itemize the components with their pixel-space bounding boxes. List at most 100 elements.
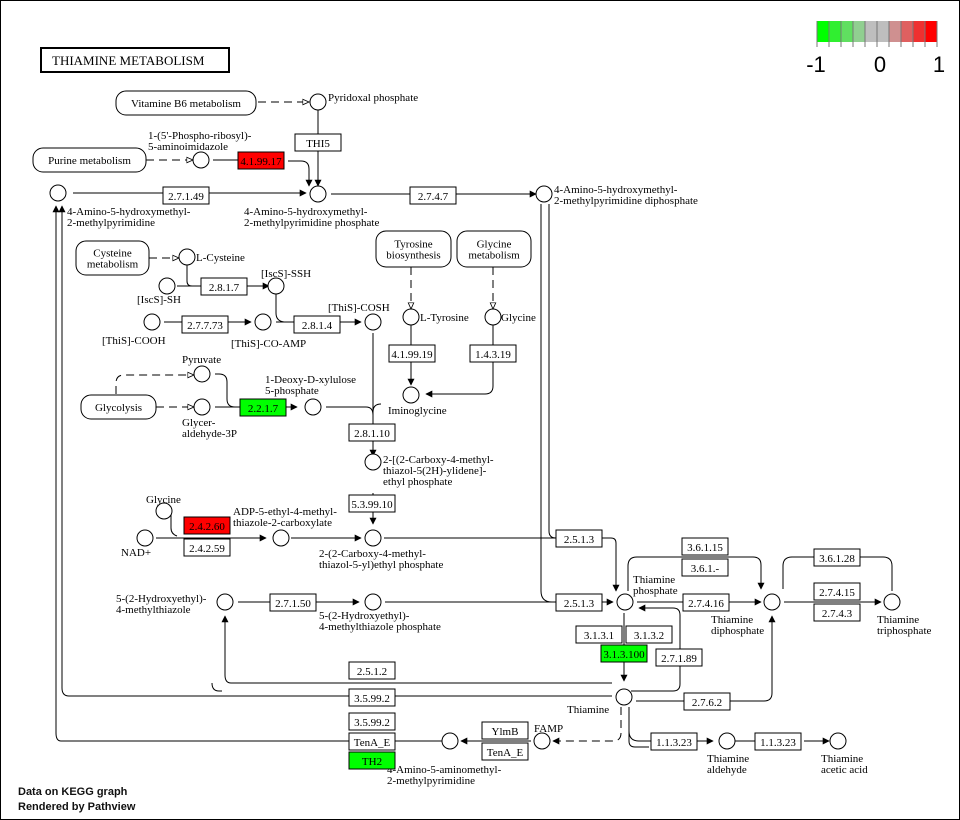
enzyme-e-1.1.3.23-b[interactable]: 1.1.3.23 bbox=[754, 732, 802, 751]
enzyme-e-3.6.1.-[interactable]: 3.6.1.- bbox=[681, 558, 729, 577]
enzyme-e-3.5.99.2-a[interactable]: 3.5.99.2 bbox=[348, 688, 396, 707]
enzyme-e-4.1.99.17[interactable]: 4.1.99.17 bbox=[237, 151, 285, 170]
compound-gap[interactable]: Glycer-aldehyde-3P bbox=[182, 398, 237, 440]
compound-label: Thiamine bbox=[633, 574, 675, 586]
enzyme-e-2.7.7.73[interactable]: 2.7.7.73 bbox=[181, 315, 229, 334]
reaction-edge bbox=[288, 160, 313, 187]
compound-iscs-sh[interactable]: [IscS]-SH bbox=[137, 277, 181, 306]
enzyme-e-3.5.99.2-b[interactable]: 3.5.99.2 bbox=[348, 712, 396, 731]
map-purine[interactable]: Purine metabolism bbox=[32, 147, 147, 173]
enzyme-e-2.7.1.50[interactable]: 2.7.1.50 bbox=[269, 593, 317, 612]
compound-glycine[interactable]: Glycine bbox=[484, 308, 536, 326]
enzyme-e-2.5.1.2[interactable]: 2.5.1.2 bbox=[348, 661, 396, 680]
compound-this-co-amp[interactable]: [ThiS]-CO-AMP bbox=[231, 313, 306, 350]
reaction-edge bbox=[52, 205, 442, 742]
reaction-edge bbox=[275, 286, 291, 323]
enzyme-label: 2.5.1.3 bbox=[564, 534, 595, 546]
enzyme-e-2.2.1.7[interactable]: 2.2.1.7 bbox=[239, 398, 287, 417]
compound-hmp-pp[interactable]: 4-Amino-5-hydroxymethyl-2-methylpyrimidi… bbox=[535, 184, 698, 207]
compound-cmtz-p[interactable]: 2-(2-Carboxy-4-methyl-thiazol-5-yl)ethyl… bbox=[319, 529, 443, 571]
enzyme-ylmb[interactable]: YlmB bbox=[481, 721, 529, 740]
reaction-edge bbox=[170, 512, 178, 537]
compound-l-cysteine[interactable]: L-Cysteine bbox=[178, 248, 245, 266]
enzyme-e-3.1.3.100[interactable]: 3.1.3.100 bbox=[600, 644, 648, 663]
compound-label: Glycer- bbox=[182, 417, 216, 429]
enzyme-e-2.7.1.89[interactable]: 2.7.1.89 bbox=[655, 648, 703, 667]
compound-pyridoxal-phosphate[interactable]: Pyridoxal phosphate bbox=[309, 92, 418, 111]
compound-iscs-ssh[interactable]: [IscS]-SSH bbox=[261, 268, 311, 295]
enzyme-e-2.7.4.16[interactable]: 2.7.4.16 bbox=[682, 593, 730, 612]
map-vitb6[interactable]: Vitamine B6 metabolism bbox=[115, 90, 257, 116]
compound-label: acetic acid bbox=[821, 764, 868, 776]
compound-hmp[interactable]: 4-Amino-5-hydroxymethyl-2-methylpyrimidi… bbox=[49, 184, 191, 229]
compound-pyruvate[interactable]: Pyruvate bbox=[182, 354, 221, 383]
enzyme-e-3.1.3.1[interactable]: 3.1.3.1 bbox=[575, 625, 623, 644]
map-label: Vitamine B6 metabolism bbox=[131, 98, 241, 110]
compound-label: aldehyde-3P bbox=[182, 428, 237, 440]
compound-this-cosh[interactable]: [ThiS]-COSH bbox=[328, 302, 390, 331]
enzyme-e-2.7.4.15[interactable]: 2.7.4.15 bbox=[813, 582, 861, 601]
map-label: Cysteine bbox=[93, 248, 132, 260]
reaction-edge bbox=[211, 682, 222, 692]
compound-air[interactable]: 1-(5'-Phospho-ribosyl)-5-aminoimidazole bbox=[148, 130, 252, 169]
compound-label: 5-aminoimidazole bbox=[148, 141, 228, 153]
enzyme-e-2.4.2.60[interactable]: 2.4.2.60 bbox=[183, 516, 231, 535]
compound-thiamine[interactable]: Thiamine bbox=[567, 688, 633, 716]
enzyme-e-2.5.1.3-a[interactable]: 2.5.1.3 bbox=[555, 529, 603, 548]
compound-label: 2-methylpyrimidine phosphate bbox=[244, 217, 379, 229]
compound-hmt[interactable]: 5-(2-Hydroxyethyl)-4-methylthiazole bbox=[116, 593, 234, 616]
compound-hmt-p[interactable]: 5-(2-Hydroxyethyl)-4-methylthiazole phos… bbox=[319, 593, 441, 633]
enzyme-label: TenA_E bbox=[487, 747, 524, 759]
compound-this-cooh[interactable]: [ThiS]-COOH bbox=[102, 313, 166, 347]
enzyme-e-2.8.1.7[interactable]: 2.8.1.7 bbox=[200, 277, 248, 296]
enzyme-e-5.3.99.10[interactable]: 5.3.99.10 bbox=[348, 494, 396, 513]
enzyme-e-4.1.99.19[interactable]: 4.1.99.19 bbox=[388, 344, 436, 363]
map-label: Glycolysis bbox=[95, 402, 142, 414]
enzyme-e-2.7.6.2[interactable]: 2.7.6.2 bbox=[683, 692, 731, 711]
enzyme-label: 2.4.2.59 bbox=[189, 543, 225, 555]
reaction-edge bbox=[540, 204, 553, 603]
compound-amp-pyrimidine[interactable]: 4-Amino-5-aminomethyl-2-methylpyrimidine bbox=[387, 732, 502, 787]
enzyme-e-2.5.1.3-b[interactable]: 2.5.1.3 bbox=[555, 593, 603, 612]
compound-hmp-p[interactable]: 4-Amino-5-hydroxymethyl-2-methylpyrimidi… bbox=[244, 185, 379, 229]
enzyme-label: TenA_E bbox=[354, 737, 391, 749]
enzyme-e-1.4.3.19[interactable]: 1.4.3.19 bbox=[469, 344, 517, 363]
enzyme-e-2.8.1.4[interactable]: 2.8.1.4 bbox=[293, 315, 341, 334]
compound-label: L-Cysteine bbox=[196, 252, 245, 264]
reaction-edge bbox=[221, 615, 612, 684]
enzyme-e-2.7.4.3[interactable]: 2.7.4.3 bbox=[813, 603, 861, 622]
compound-label: phosphate bbox=[633, 585, 678, 597]
compound-adp-thiazole[interactable]: ADP-5-ethyl-4-methyl-thiazole-2-carboxyl… bbox=[233, 506, 337, 547]
enzyme-e-3.6.1.15[interactable]: 3.6.1.15 bbox=[681, 537, 729, 556]
enzyme-th2[interactable]: TH2 bbox=[348, 751, 396, 770]
enzyme-e-3.6.1.28[interactable]: 3.6.1.28 bbox=[813, 548, 861, 567]
compound-iminoglycine[interactable]: Iminoglycine bbox=[388, 386, 447, 417]
enzyme-e-2.7.4.7[interactable]: 2.7.4.7 bbox=[409, 186, 457, 205]
compound-nad[interactable]: NAD+ bbox=[121, 529, 154, 559]
compound-famp[interactable]: FAMP bbox=[533, 723, 563, 750]
enzyme-e-2.8.1.10[interactable]: 2.8.1.10 bbox=[348, 423, 396, 442]
compound-cmtz-ylidene[interactable]: 2-[(2-Carboxy-4-methyl-thiazol-5(2H)-yli… bbox=[364, 453, 494, 488]
compound-l-tyrosine[interactable]: L-Tyrosine bbox=[402, 308, 469, 326]
enzyme-thi5[interactable]: THI5 bbox=[294, 133, 342, 152]
compound-label: 4-Amino-5-aminomethyl- bbox=[387, 764, 502, 776]
enzyme-e-3.1.3.2[interactable]: 3.1.3.2 bbox=[625, 625, 673, 644]
enzyme-e-2.7.1.49[interactable]: 2.7.1.49 bbox=[162, 186, 210, 205]
compound-glycine-2[interactable]: Glycine bbox=[146, 494, 181, 520]
reaction-edge bbox=[548, 204, 557, 539]
enzyme-e-1.1.3.23-a[interactable]: 1.1.3.23 bbox=[650, 732, 698, 751]
enzyme-e-2.4.2.59[interactable]: 2.4.2.59 bbox=[183, 538, 231, 557]
legend-swatch bbox=[901, 21, 913, 42]
map-glycolysis[interactable]: Glycolysis bbox=[80, 394, 157, 420]
enzyme-tena-e-2[interactable]: TenA_E bbox=[481, 742, 529, 761]
enzyme-tena-e-1[interactable]: TenA_E bbox=[348, 732, 396, 751]
